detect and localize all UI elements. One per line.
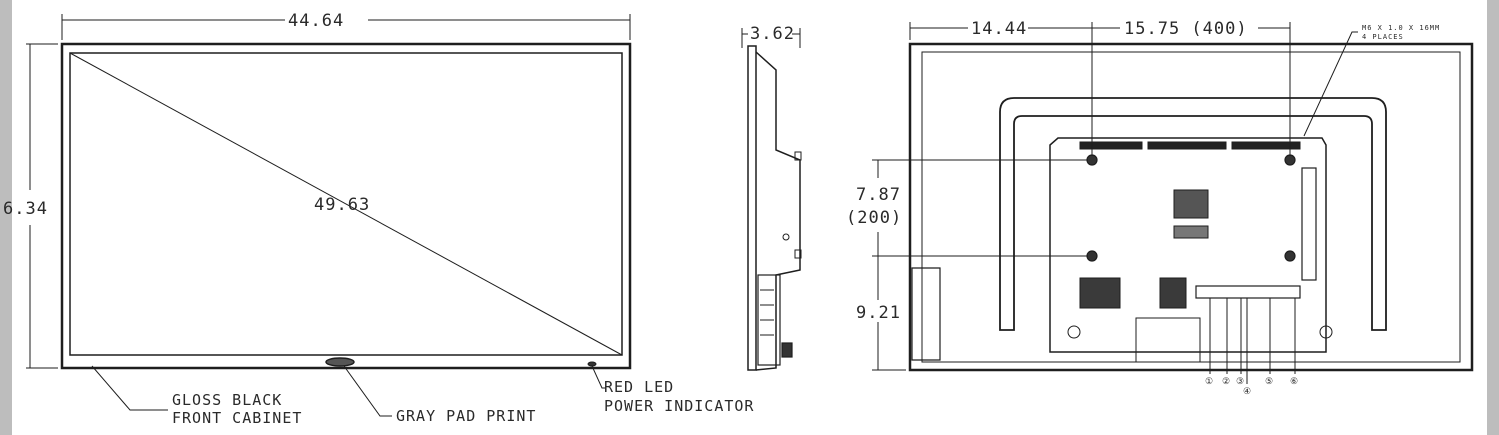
vesa-h-dim-text: 15.75 (400) <box>1124 19 1248 39</box>
height-dim-text: 6.34 <box>3 199 48 219</box>
rear-vent-right <box>1159 277 1187 309</box>
cabinet-leader <box>91 365 168 411</box>
front-view-labels: 44.64 6.34 49.63 GLOSS BLACK FRONT CABIN… <box>3 11 754 427</box>
screw-note-line1: M6 X 1.0 X 16MM <box>1362 24 1440 32</box>
rear-left-box <box>911 267 941 361</box>
screw-note-line2: 4 PLACES <box>1362 33 1404 41</box>
rear-label-sticker <box>1173 189 1209 219</box>
side-view <box>741 28 802 371</box>
cabinet-callout-line1: GLOSS BLACK <box>172 391 282 409</box>
port-marker-2: ② <box>1222 377 1230 387</box>
vesa-hole-br <box>1284 250 1296 262</box>
vesa-v-dim-line2: (200) <box>846 208 902 228</box>
rear-back-plate <box>1049 137 1327 353</box>
cabinet-callout-line2: FRONT CABINET <box>172 409 302 427</box>
front-view <box>26 14 632 417</box>
depth-dim-text: 3.62 <box>750 24 795 44</box>
rear-side-ports <box>1301 167 1317 281</box>
port-marker-4: ④ <box>1243 387 1251 397</box>
side-back-profile <box>755 51 801 371</box>
left-offset-dim-text: 14.44 <box>971 19 1027 39</box>
led-callout-line1: RED LED <box>604 378 674 396</box>
stand-arch <box>999 97 1387 331</box>
diagonal-dim-text: 49.63 <box>314 195 370 215</box>
port-marker-6: ⑥ <box>1290 377 1298 387</box>
port-marker-3: ③ <box>1236 377 1244 387</box>
bottom-offset-dim-text: 9.21 <box>856 303 901 323</box>
width-dim-text: 44.64 <box>288 11 344 31</box>
port-markers: ① ② ③ ④ ⑤ ⑥ <box>1205 377 1298 397</box>
port-marker-1: ① <box>1205 377 1213 387</box>
rear-vent-left <box>1079 277 1121 309</box>
vesa-v-dim-line1: 7.87 <box>856 185 901 205</box>
rear-bottom-ports <box>1195 285 1301 299</box>
rear-view-labels: 14.44 15.75 (400) 7.87 (200) 9.21 M6 X 1… <box>846 19 1440 323</box>
vesa-hole-tr <box>1284 154 1296 166</box>
vesa-hole-bl <box>1086 250 1098 262</box>
led-dot <box>587 361 597 367</box>
logo-pad <box>325 357 355 367</box>
side-port-panel <box>757 274 781 366</box>
diagonal-line <box>69 52 623 356</box>
pad-leader <box>343 365 392 417</box>
screw-note-leader <box>1303 31 1358 137</box>
rear-view <box>872 22 1474 384</box>
vesa-hole-tl <box>1086 154 1098 166</box>
rear-outline <box>908 42 1474 372</box>
front-screen <box>69 52 623 356</box>
side-power-switch <box>781 342 793 358</box>
port-marker-5: ⑤ <box>1265 377 1273 387</box>
led-callout-line2: POWER INDICATOR <box>604 397 754 415</box>
rear-inner <box>921 51 1461 363</box>
pad-callout: GRAY PAD PRINT <box>396 407 536 425</box>
led-leader <box>591 365 606 389</box>
